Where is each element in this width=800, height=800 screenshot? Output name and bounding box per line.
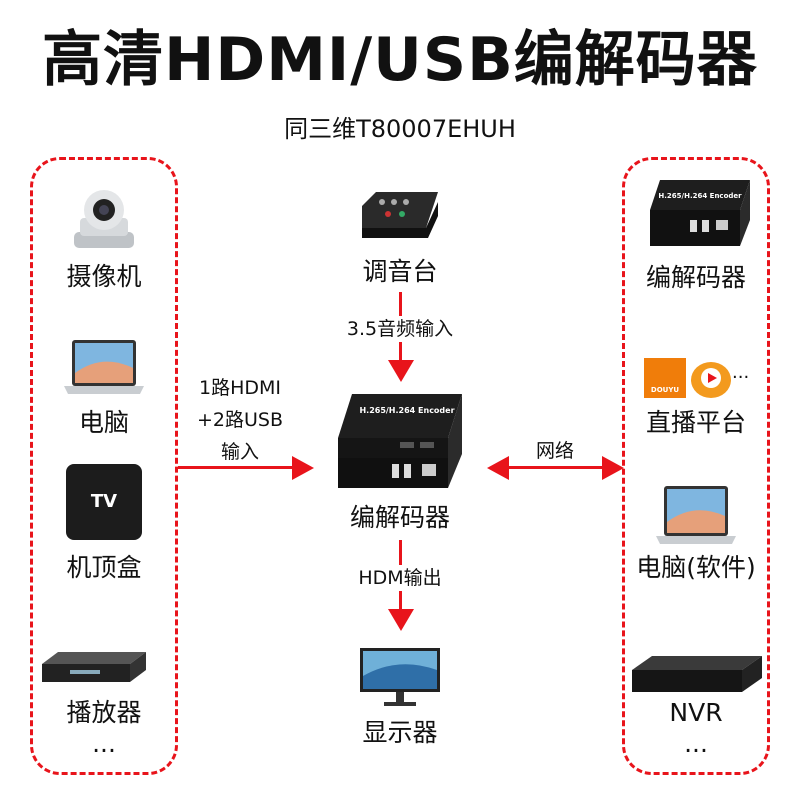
right-label-nvr: NVR (669, 698, 723, 727)
left-more: ... (92, 729, 116, 758)
input-label-usb: +2路USB (196, 409, 283, 431)
left-label-set-top-box: 机顶盒 (66, 553, 142, 582)
right-label-encoder: 编解码器 (645, 263, 746, 292)
tv-box-icon: TV (66, 464, 142, 540)
left-label-pc: 电脑 (78, 408, 129, 437)
audio-mixer-icon (362, 192, 438, 238)
model-subtitle: 同三维T80007EHUH (284, 115, 516, 143)
network-label: 网络 (535, 440, 574, 462)
laptop-icon (64, 340, 144, 394)
right-more: ... (684, 729, 708, 758)
page-title: 高清HDMI/USB编解码器 (42, 25, 758, 95)
left-label-camera: 摄像机 (66, 262, 142, 291)
input-devices-group (30, 157, 178, 775)
arrow-left-icon (487, 456, 509, 480)
network-arrow-line (505, 466, 605, 469)
input-arrow-line (178, 466, 296, 469)
camera-icon (74, 190, 134, 248)
hdmi-output-label: HDM输出 (330, 565, 470, 591)
dvd-player-icon (42, 652, 146, 682)
svg-text:H.265/H.264 Encoder: H.265/H.264 Encoder (658, 192, 742, 200)
audio-input-label: 3.5音频输入 (310, 316, 490, 342)
display-label: 显示器 (362, 718, 438, 747)
right-label-pc-software: 电脑(软件) (636, 553, 756, 582)
right-label-live-platform: 直播平台 (645, 408, 746, 437)
huya-logo-icon (691, 362, 731, 398)
left-label-player: 播放器 (66, 698, 142, 727)
arrow-right-icon (292, 456, 314, 480)
encoder-device-icon (338, 394, 462, 488)
encoder-icon: H.265/H.264 Encoder (650, 180, 750, 246)
nvr-icon (632, 656, 762, 692)
monitor-icon (360, 648, 440, 706)
arrow-right-icon (602, 456, 624, 480)
arrow-down-icon (388, 360, 414, 382)
platform-more: ... (732, 362, 750, 383)
mixer-label: 调音台 (362, 257, 438, 286)
laptop-icon (656, 486, 736, 544)
encoder-device-text: H.265/H.264 Encoder (359, 406, 455, 415)
douyu-logo-icon: DOUYU (644, 358, 686, 398)
encoder-label: 编解码器 (349, 503, 450, 532)
input-label-input: 输入 (220, 441, 259, 463)
input-label-hdmi: 1路HDMI (198, 377, 281, 399)
output-devices-group (622, 157, 770, 775)
arrow-down-icon (388, 609, 414, 631)
